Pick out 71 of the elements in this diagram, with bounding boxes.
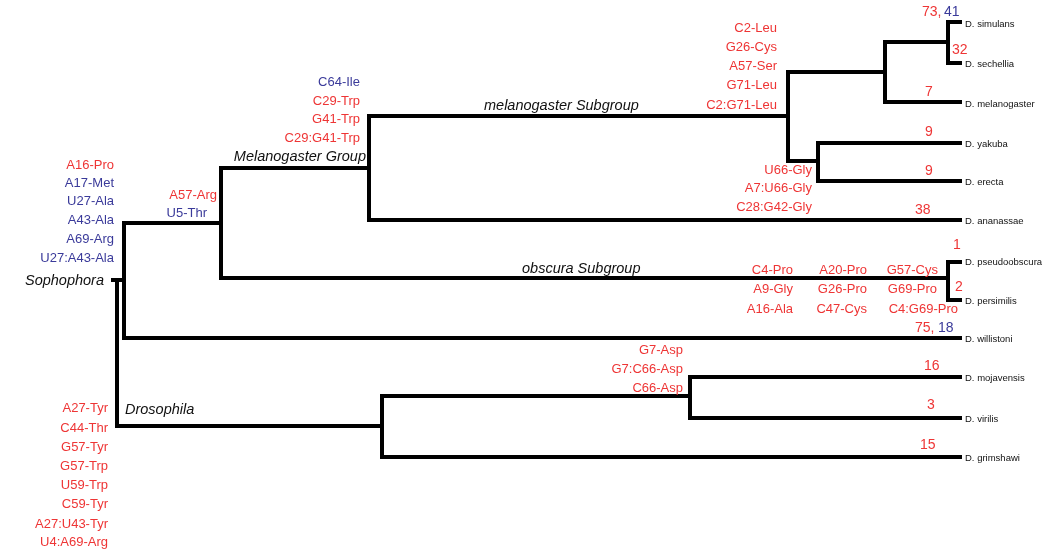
count-label: 7 xyxy=(925,84,933,100)
mutation-label: A20-Pro xyxy=(819,262,867,278)
mutation-label: C29-Trp xyxy=(312,93,360,109)
mutation-label: A69-Arg xyxy=(66,231,114,247)
mutation-label: G41-Trp xyxy=(312,111,360,127)
count-label: 3 xyxy=(927,397,935,413)
mutation-label: C4:G69-Pro xyxy=(888,301,958,317)
mutation-label: A9-Gly xyxy=(753,281,793,297)
species-label: D. erecta xyxy=(965,176,1004,188)
mutation-label: C29:G41-Trp xyxy=(284,130,360,146)
count-label: 41 xyxy=(944,4,960,20)
count-label: 16 xyxy=(924,358,940,374)
mutation-label: A43-Ala xyxy=(67,212,114,228)
count-label: 15 xyxy=(920,437,936,453)
mutation-label: G26-Pro xyxy=(817,281,867,297)
count-label: 9 xyxy=(925,124,933,140)
count-label: 2 xyxy=(955,279,963,295)
count-label: 73, xyxy=(922,4,942,20)
mutation-label: A27-Tyr xyxy=(62,400,108,416)
count-label: 32 xyxy=(952,42,968,58)
mutation-label: A17-Met xyxy=(64,175,114,191)
clade-label: Melanogaster Group xyxy=(233,149,366,165)
clade-label: melanogaster Subgroup xyxy=(484,98,639,114)
mutation-label: A7:U66-Gly xyxy=(744,180,812,196)
mutation-label: U27:A43-Ala xyxy=(40,250,114,266)
species-label: D. simulans xyxy=(965,18,1015,30)
mutation-label: A16-Ala xyxy=(746,301,793,317)
mutation-label: G57-Tyr xyxy=(61,439,108,455)
mutation-label: U27-Ala xyxy=(67,193,114,209)
mutation-label: C44-Thr xyxy=(60,420,108,436)
clade-label: obscura Subgroup xyxy=(522,261,641,277)
mutation-label: U5-Thr xyxy=(166,205,207,221)
mutation-label: G7:C66-Asp xyxy=(611,361,683,377)
species-label: D. willistoni xyxy=(965,333,1013,345)
mutation-label: G71-Leu xyxy=(726,77,777,93)
count-label: 9 xyxy=(925,163,933,179)
species-label: D. grimshawi xyxy=(965,452,1020,464)
mutation-label: A57-Ser xyxy=(729,58,777,74)
mutation-label: C64-Ile xyxy=(318,74,360,90)
count-label: 18 xyxy=(938,320,954,336)
mutation-label: A16-Pro xyxy=(66,157,114,173)
species-label: D. melanogaster xyxy=(965,98,1035,110)
mutation-label: C2:G71-Leu xyxy=(706,97,777,113)
mutation-label: C4-Pro xyxy=(751,262,793,278)
species-label: D. sechellia xyxy=(965,58,1015,70)
mutation-label: G57-Trp xyxy=(60,458,108,474)
species-label: D. persimilis xyxy=(965,295,1017,307)
mutation-label: G57-Cys xyxy=(886,262,938,278)
mutation-label: C2-Leu xyxy=(734,20,777,36)
clade-label: Drosophila xyxy=(125,402,195,418)
mutation-label: G69-Pro xyxy=(887,281,937,297)
count-label: 1 xyxy=(953,237,961,253)
clade-label: Sophophora xyxy=(25,273,104,289)
species-label: D. ananassae xyxy=(965,215,1024,227)
count-label: 38 xyxy=(915,202,931,218)
mutation-label: A27:U43-Tyr xyxy=(35,516,108,532)
mutation-label: G26-Cys xyxy=(725,39,777,55)
mutation-label: C66-Asp xyxy=(632,380,683,396)
mutation-label: U59-Trp xyxy=(60,477,108,493)
species-label: D. virilis xyxy=(965,413,999,425)
species-label: D. pseudoobscura xyxy=(965,256,1043,268)
mutation-label: A57-Arg xyxy=(169,187,217,203)
mutation-label: C28:G42-Gly xyxy=(736,199,812,215)
mutation-label: U66-Gly xyxy=(764,162,812,178)
mutation-label: U4:A69-Arg xyxy=(40,534,108,550)
mutation-label: C59-Tyr xyxy=(61,496,108,512)
mutation-label: G7-Asp xyxy=(638,342,683,358)
species-label: D. mojavensis xyxy=(965,372,1025,384)
species-label: D. yakuba xyxy=(965,138,1008,150)
mutation-label: C47-Cys xyxy=(816,301,867,317)
count-label: 75, xyxy=(915,320,935,336)
